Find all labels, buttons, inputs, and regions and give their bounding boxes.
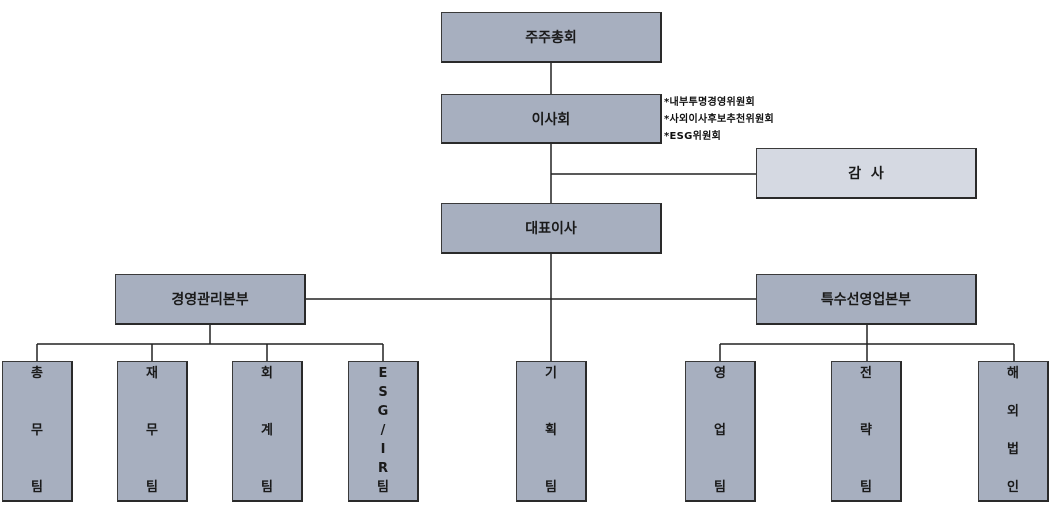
committee-item: *ESG위원회 xyxy=(664,131,722,142)
board-box: 이사회 xyxy=(441,94,662,144)
team-char: 계 xyxy=(261,423,273,438)
team-overseas: 해 외 법 인 xyxy=(978,361,1049,502)
team-char: 팀 xyxy=(261,480,273,495)
team-general-affairs: 총 무 팀 xyxy=(2,361,73,502)
team-char: 법 xyxy=(1007,442,1019,457)
team-char: G xyxy=(377,404,389,419)
team-planning: 기 획 팀 xyxy=(516,361,587,502)
team-sales: 영 업 팀 xyxy=(685,361,756,502)
team-char: / xyxy=(380,423,386,438)
audit-label: 감 사 xyxy=(848,166,884,182)
team-char: 획 xyxy=(545,423,557,438)
team-char: 외 xyxy=(1007,404,1019,419)
sales-division-label: 특수선영업본부 xyxy=(820,292,912,308)
team-char: 팀 xyxy=(860,480,872,495)
audit-box: 감 사 xyxy=(756,148,977,199)
team-finance: 재 무 팀 xyxy=(117,361,188,502)
team-char: 팀 xyxy=(714,480,726,495)
team-char: 업 xyxy=(714,423,726,438)
team-accounting: 회 계 팀 xyxy=(232,361,303,502)
team-char: 재 xyxy=(146,366,158,381)
team-char: 총 xyxy=(31,366,43,381)
team-char: 영 xyxy=(714,366,726,381)
management-division-box: 경영관리본부 xyxy=(115,274,306,325)
team-char: S xyxy=(378,385,388,400)
team-char: 무 xyxy=(146,423,158,438)
team-char: 팀 xyxy=(377,480,389,495)
committee-item: *내부투명경영위원회 xyxy=(664,97,756,108)
board-committees-list: *내부투명경영위원회 *사외이사후보추천위원회 *ESG위원회 xyxy=(664,94,774,145)
team-char: I xyxy=(380,442,386,457)
team-char: 전 xyxy=(860,366,872,381)
ceo-label: 대표이사 xyxy=(525,221,577,237)
team-char: 무 xyxy=(31,423,43,438)
sales-division-box: 특수선영업본부 xyxy=(756,274,977,325)
board-label: 이사회 xyxy=(531,111,571,128)
team-char: R xyxy=(377,461,388,476)
team-char: E xyxy=(378,366,388,381)
team-esg-ir: E S G / I R 팀 xyxy=(348,361,419,502)
ceo-box: 대표이사 xyxy=(441,203,662,254)
management-division-label: 경영관리본부 xyxy=(171,292,249,308)
team-char: 팀 xyxy=(31,480,43,495)
team-char: 인 xyxy=(1007,480,1019,495)
shareholders-label: 주주총회 xyxy=(525,30,577,46)
shareholders-box: 주주총회 xyxy=(441,12,662,63)
team-char: 회 xyxy=(261,366,273,381)
team-char: 략 xyxy=(860,423,872,438)
team-char: 팀 xyxy=(146,480,158,495)
team-char: 해 xyxy=(1007,366,1019,381)
team-char: 팀 xyxy=(545,480,557,495)
team-char: 기 xyxy=(545,366,557,381)
team-strategy: 전 략 팀 xyxy=(831,361,902,502)
committee-item: *사외이사후보추천위원회 xyxy=(664,114,775,125)
